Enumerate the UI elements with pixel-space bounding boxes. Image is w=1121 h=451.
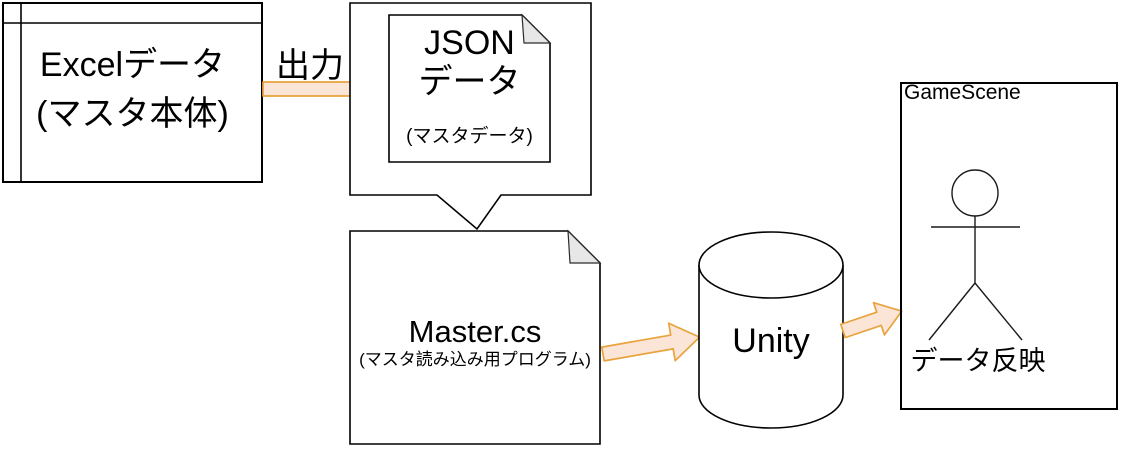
master-document-page xyxy=(349,230,601,445)
unity-to-gamescene-arrow-icon xyxy=(839,301,903,339)
stick-figure-head xyxy=(951,169,999,217)
gamescene-caption: データ反映 xyxy=(910,346,1046,376)
stick-figure-right-leg xyxy=(974,282,1023,341)
excel-box-label-line1: Excelデータ xyxy=(39,46,226,84)
excel-box-label-line2: (マスタ本体) xyxy=(36,95,229,133)
cylinder-top xyxy=(698,231,844,299)
json-document-page xyxy=(388,14,551,163)
excel-box-outline xyxy=(2,2,263,183)
master-document-label: Master.cs (マスタ読み込み用プログラム) xyxy=(350,315,600,370)
master-document-icon xyxy=(349,229,602,445)
json-document-label-line1: JSON xyxy=(424,24,515,62)
gamescene-title: GameScene xyxy=(904,81,1021,104)
cylinder-body xyxy=(698,265,844,429)
master-to-unity-arrow-icon xyxy=(600,322,701,362)
master-document-subtitle: (マスタ読み込み用プログラム) xyxy=(359,350,591,369)
database-cylinder-icon xyxy=(698,231,844,429)
output-arrow-label: 出力 xyxy=(276,47,344,85)
json-document-fold xyxy=(521,13,552,44)
json-document-label: JSON データ (マスタデータ) xyxy=(389,24,550,148)
excel-box-label: Excelデータ (マスタ本体) xyxy=(3,41,262,139)
gamescene-box-outline xyxy=(900,82,1118,410)
spreadsheet-frame-icon xyxy=(2,2,263,183)
json-document-icon xyxy=(388,13,552,163)
json-document-label-line2: データ xyxy=(418,63,521,101)
master-document-fold xyxy=(567,229,602,264)
unity-label: Unity xyxy=(732,322,810,360)
stick-figure-icon xyxy=(928,169,1023,341)
json-document-subtitle: (マスタデータ) xyxy=(406,126,533,147)
master-document-title: Master.cs xyxy=(408,314,542,349)
master-to-unity-arrow-shape xyxy=(600,322,701,362)
unity-to-gamescene-arrow-shape xyxy=(839,301,903,339)
stick-figure-left-leg xyxy=(928,282,976,341)
